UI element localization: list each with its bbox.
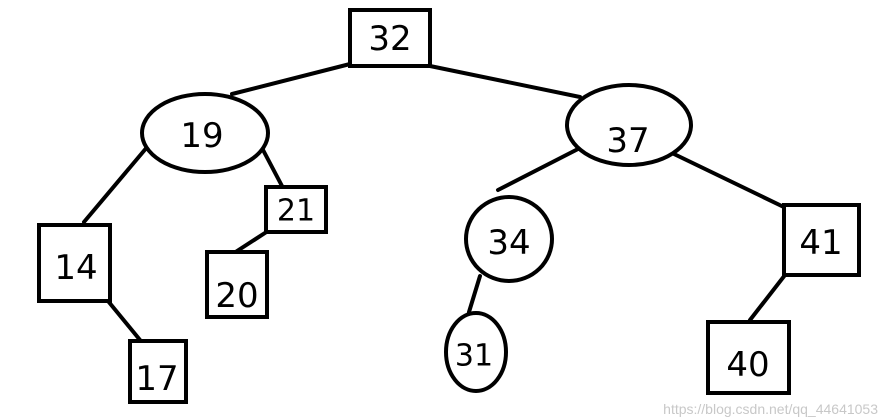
- edge-34-31: [467, 274, 482, 314]
- edge-37-41: [672, 152, 792, 212]
- edge-32-19: [230, 62, 352, 96]
- node-14: 14: [37, 223, 112, 303]
- tree-edges: [82, 62, 792, 342]
- node-14-box: [37, 223, 112, 303]
- node-20: 20: [205, 250, 269, 319]
- node-34: 34: [464, 195, 554, 283]
- node-17-box: [128, 339, 188, 404]
- edge-14-17: [106, 299, 142, 342]
- node-31: 31: [444, 311, 508, 393]
- node-41-label: 41: [799, 223, 842, 263]
- node-21-label: 21: [277, 194, 315, 229]
- node-41-box: [782, 203, 861, 277]
- node-37: 37: [565, 83, 693, 167]
- node-20-label: 20: [215, 276, 258, 316]
- node-31-ellipse: [444, 311, 508, 393]
- node-32-box: [348, 8, 432, 68]
- edge-32-37: [428, 64, 582, 99]
- edge-37-34: [496, 147, 580, 192]
- node-17-label: 17: [135, 359, 178, 399]
- node-40-box: [706, 320, 791, 395]
- watermark-text: https://blog.csdn.net/qq_44641053: [663, 401, 878, 417]
- node-21: 21: [264, 185, 328, 234]
- node-34-label: 34: [487, 223, 530, 263]
- node-20-box: [205, 250, 269, 319]
- edge-19-21: [260, 146, 284, 188]
- node-31-label: 31: [455, 339, 493, 374]
- node-37-ellipse: [565, 83, 693, 167]
- node-34-ellipse: [464, 195, 554, 283]
- node-19-label: 19: [180, 116, 223, 156]
- node-40: 40: [706, 320, 791, 395]
- node-41: 41: [782, 203, 861, 277]
- node-32: 32: [348, 8, 432, 68]
- node-32-label: 32: [368, 19, 411, 59]
- node-37-label: 37: [606, 121, 649, 161]
- node-19: 19: [140, 92, 270, 174]
- node-14-label: 14: [54, 248, 97, 288]
- edge-21-20: [232, 229, 270, 255]
- edge-19-14: [82, 144, 150, 224]
- edge-41-40: [748, 273, 787, 322]
- node-17: 17: [128, 339, 188, 404]
- node-40-label: 40: [726, 345, 769, 385]
- node-21-box: [264, 185, 328, 234]
- node-19-ellipse: [140, 92, 270, 174]
